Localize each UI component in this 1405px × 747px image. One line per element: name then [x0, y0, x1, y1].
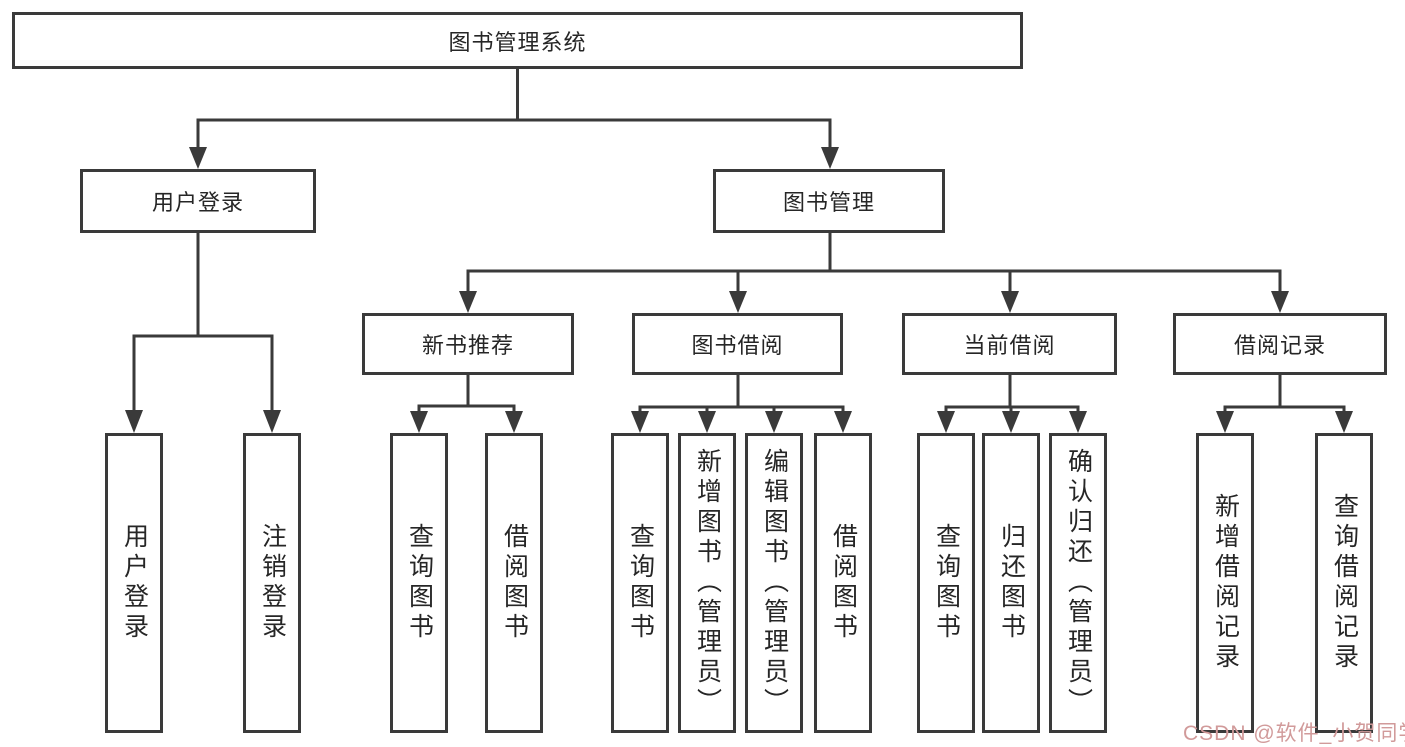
leaf-borrow-books-1-label: 借阅图书	[500, 523, 529, 643]
leaf-query-books-3: 查询图书	[917, 433, 975, 733]
connector-book-mgmt	[459, 233, 1289, 313]
leaf-add-books-label: 新增图书（管理员）	[693, 448, 722, 718]
node-user-login-label: 用户登录	[151, 190, 244, 215]
leaf-query-books-1: 查询图书	[390, 433, 448, 733]
leaf-confirm-return-label: 确认归还（管理员）	[1064, 448, 1093, 718]
node-current-borrow: 当前借阅	[902, 313, 1117, 375]
connector-book-borrow	[631, 375, 852, 433]
node-new-book-rec-label: 新书推荐	[421, 333, 514, 358]
node-user-login: 用户登录	[80, 169, 316, 233]
node-book-borrow: 图书借阅	[632, 313, 843, 375]
leaf-query-record: 查询借阅记录	[1315, 433, 1373, 733]
node-root: 图书管理系统	[12, 12, 1023, 69]
node-book-borrow-label: 图书借阅	[691, 333, 784, 358]
node-book-mgmt-label: 图书管理	[782, 190, 875, 215]
connector-root	[189, 69, 839, 169]
leaf-add-record-label: 新增借阅记录	[1211, 493, 1240, 673]
leaf-return-books-label: 归还图书	[997, 523, 1026, 643]
node-borrow-records: 借阅记录	[1173, 313, 1387, 375]
node-borrow-records-label: 借阅记录	[1233, 333, 1326, 358]
leaf-borrow-books-2: 借阅图书	[814, 433, 872, 733]
leaf-logout-label: 注销登录	[258, 523, 287, 643]
connector-borrow-records	[1216, 375, 1353, 433]
leaf-edit-books-label: 编辑图书（管理员）	[760, 448, 789, 718]
csdn-watermark: CSDN @软件_小贺同学	[1183, 722, 1405, 745]
leaf-borrow-books-2-label: 借阅图书	[829, 523, 858, 643]
node-root-label: 图书管理系统	[448, 29, 587, 55]
connector-user-login	[125, 233, 281, 433]
node-current-borrow-label: 当前借阅	[963, 333, 1056, 358]
leaf-query-books-2-label: 查询图书	[626, 523, 655, 643]
leaf-query-books-3-label: 查询图书	[932, 523, 961, 643]
leaf-return-books: 归还图书	[982, 433, 1040, 733]
connector-new-book-rec	[410, 375, 523, 433]
leaf-borrow-books-1: 借阅图书	[485, 433, 543, 733]
leaf-user-login: 用户登录	[105, 433, 163, 733]
connector-current-borrow	[937, 375, 1087, 433]
leaf-query-books-2: 查询图书	[611, 433, 669, 733]
leaf-confirm-return: 确认归还（管理员）	[1049, 433, 1107, 733]
leaf-user-login-label: 用户登录	[120, 523, 149, 643]
node-book-mgmt: 图书管理	[713, 169, 945, 233]
leaf-logout: 注销登录	[243, 433, 301, 733]
leaf-add-record: 新增借阅记录	[1196, 433, 1254, 733]
leaf-query-books-1-label: 查询图书	[405, 523, 434, 643]
leaf-query-record-label: 查询借阅记录	[1330, 493, 1359, 673]
node-new-book-rec: 新书推荐	[362, 313, 574, 375]
leaf-add-books: 新增图书（管理员）	[678, 433, 736, 733]
leaf-edit-books: 编辑图书（管理员）	[745, 433, 803, 733]
